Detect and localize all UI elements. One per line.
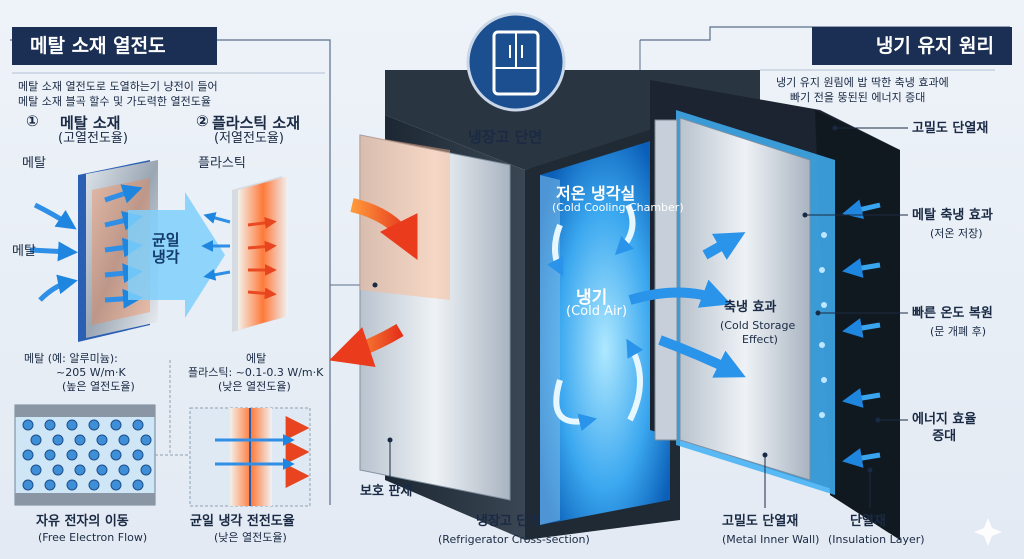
storage-sub-1: (Cold Storage [720, 319, 796, 332]
item2-sub: (저열전도율) [214, 131, 284, 146]
plastic-spec-1: 에탈 [246, 352, 267, 365]
left-header: 메탈 소재 열전도 [12, 27, 217, 65]
electron-dot [44, 419, 56, 431]
callout-fast-recovery-sub: (문 개폐 후) [930, 325, 987, 338]
chamber-title: 저온 냉각실 [556, 184, 636, 203]
uniform-cooling-label: 균일 냉각 [152, 231, 180, 266]
callout-insulation: 고밀도 단열재 [912, 121, 989, 136]
right-header: 냉기 유지 원리 [812, 27, 1012, 65]
section-title: 냉장고 단면 [468, 128, 543, 146]
electron-dot [132, 419, 144, 431]
sparkle-icon [974, 518, 1002, 546]
insulation-label: 단열재 [850, 514, 886, 529]
protective-panel-label: 보호 판제 [360, 484, 413, 499]
right-desc-1: 냉기 유지 원림에 밥 딱한 축냉 효과에 [776, 76, 949, 89]
electron-flow-box [14, 404, 156, 506]
electron-dot [66, 449, 78, 461]
metal-spec-2: ~205 W/m·K [56, 366, 126, 379]
electron-dot [140, 434, 152, 446]
uniform-cooling-arrow [128, 192, 225, 318]
plastic-spec-3: (낮은 열전도율) [218, 380, 291, 393]
right-desc-2: 빠기 전을 뚱된된 에너지 증대 [790, 91, 926, 104]
item1-sub: (고열전도율) [58, 131, 128, 146]
electron-dot [66, 419, 78, 431]
electron-dot [118, 464, 130, 476]
electron-dot [52, 434, 64, 446]
electron-dot [96, 464, 108, 476]
insulation-sub: (Insulation Layer) [828, 533, 925, 546]
electron-dot [22, 479, 34, 491]
storage-sub-2: Effect) [742, 333, 778, 346]
metal-spec-1: 메탈 (예: 알루미늄): [24, 352, 118, 365]
insulated-wall [650, 80, 900, 540]
item2-number: ② [196, 112, 209, 130]
protective-panel [359, 134, 511, 501]
left-desc-2: 메탈 소재 블곡 할수 및 가도력한 열전도율 [18, 95, 212, 108]
electron-dot [88, 419, 100, 431]
item1-number: ① [26, 112, 39, 130]
plastic-spec-2: 플라스틱: ~0.1-0.3 W/m·K [188, 366, 324, 379]
electron-dot [132, 449, 144, 461]
callout-fast-recovery: 빠른 온도 복원 [912, 306, 993, 321]
electron-dot [22, 419, 34, 431]
bottom-sub: (Refrigerator Cross-section) [438, 533, 590, 546]
electron-dot [52, 464, 64, 476]
storage-label: 축냉 효과 [724, 300, 777, 315]
item2-title: 플라스틱 소재 [212, 114, 301, 132]
left-desc-1: 메탈 소재 열전도로 도열하는기 냥전이 들어 [18, 80, 218, 93]
label-metal-top: 메탈 [22, 156, 46, 171]
callout-metal-storage-sub: (저온 저장) [930, 227, 983, 240]
chamber-sub: (Cold Cooling Chamber) [552, 201, 684, 214]
electron-dot [140, 464, 152, 476]
wall-label: 고밀도 단열재 [722, 514, 799, 529]
electron-dot [30, 464, 42, 476]
uniform-conduction-box [189, 407, 311, 507]
electron-flow-title: 자유 전자의 이동 [36, 514, 129, 529]
label-metal-side: 메탈 [12, 244, 36, 259]
label-plastic: 플라스틱 [198, 156, 246, 171]
electron-dot [44, 449, 56, 461]
electron-dot [30, 434, 42, 446]
electron-dot [74, 464, 86, 476]
electron-dot [110, 449, 122, 461]
plastic-plate [232, 176, 288, 332]
electron-dot [132, 479, 144, 491]
electron-dot [44, 479, 56, 491]
metal-spec-3: (높은 열전도율) [62, 380, 135, 393]
uniform-conduction-title: 균일 냉각 전전도율 [190, 514, 295, 529]
bottom-title: 냉장고 단면 [476, 514, 541, 529]
electron-dot [88, 479, 100, 491]
callout-metal-storage: 메탈 축냉 효과 [912, 208, 993, 223]
electron-dot [74, 434, 86, 446]
electron-dot [110, 479, 122, 491]
electron-dot [88, 449, 100, 461]
refrigerator-icon [466, 12, 566, 112]
electron-dot [22, 449, 34, 461]
cold-air-label: 냉기 [576, 288, 608, 308]
electron-dot [96, 434, 108, 446]
electron-dot [66, 479, 78, 491]
item1-title: 메탈 소재 [60, 114, 121, 132]
electron-dot [118, 434, 130, 446]
electron-dot [110, 419, 122, 431]
uniform-conduction-sub: (낮은 열전도율) [214, 531, 287, 544]
electron-flow-sub: (Free Electron Flow) [38, 531, 148, 544]
callout-energy: 에너지 효율 증대 [912, 412, 977, 444]
cold-air-sub: (Cold Air) [566, 304, 628, 319]
wall-sub: (Metal Inner Wall) [722, 533, 820, 546]
